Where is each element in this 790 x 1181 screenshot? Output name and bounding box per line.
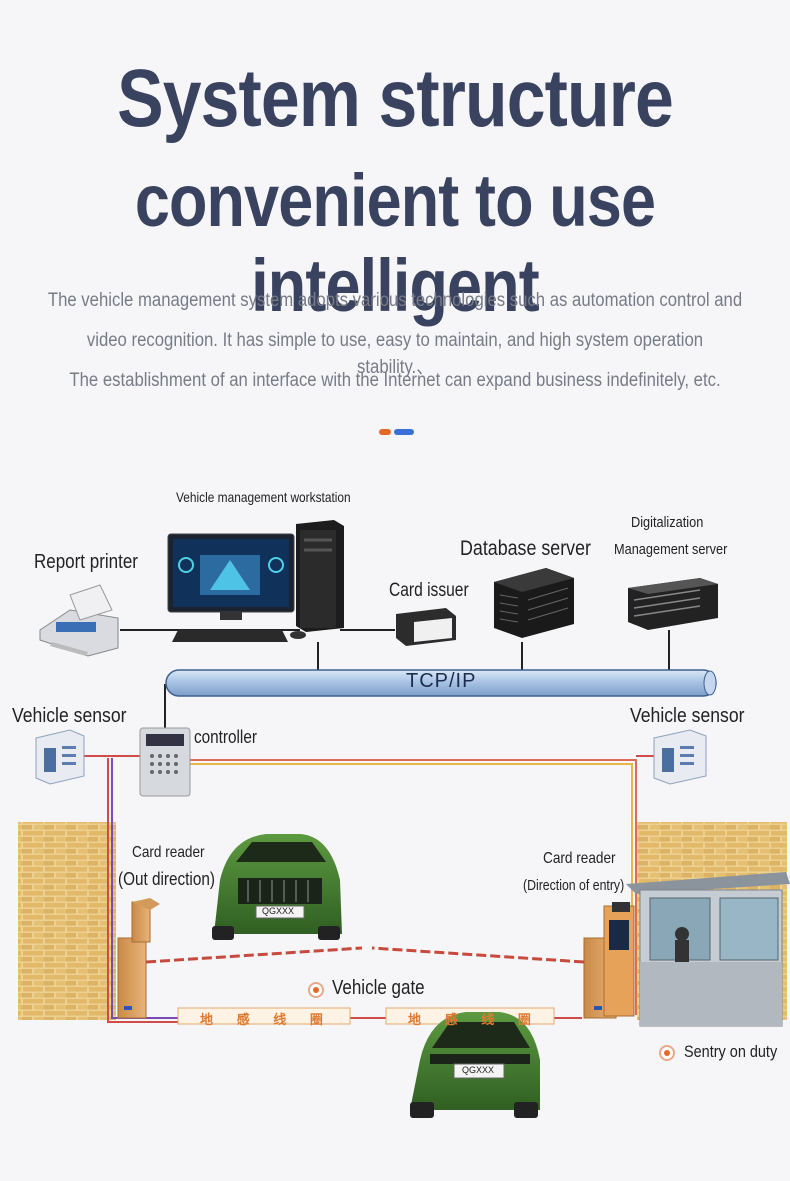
vehicle-gate-marker-icon bbox=[308, 982, 324, 998]
car-top-icon bbox=[212, 834, 342, 940]
printer-icon bbox=[39, 584, 119, 657]
report-printer-label: Report printer bbox=[34, 551, 138, 573]
card-reader-out-label-1: Card reader bbox=[132, 844, 205, 861]
barrier-gate-right bbox=[371, 902, 635, 1019]
description-line-2: video recognition. It has simple to use,… bbox=[86, 330, 704, 378]
controller-icon bbox=[139, 727, 191, 797]
vehicle-sensor-left-label: Vehicle sensor bbox=[12, 705, 127, 727]
vehicle-gate-label: Vehicle gate bbox=[332, 977, 425, 999]
blue-dash-decoration bbox=[394, 429, 414, 435]
vehicle-sensor-right-label: Vehicle sensor bbox=[630, 705, 745, 727]
ground-loop-left bbox=[177, 1007, 351, 1025]
description-line-1: The vehicle management system adopts var… bbox=[47, 290, 743, 311]
vehicle-sensor-left-icon bbox=[35, 729, 85, 785]
sentry-booth-icon bbox=[626, 872, 790, 1027]
computer-tower-icon bbox=[290, 520, 344, 639]
controller-label: controller bbox=[194, 727, 257, 747]
card-issuer-icon bbox=[396, 608, 456, 646]
tcp-ip-label: TCP/IP bbox=[406, 670, 477, 692]
workstation-label: Vehicle management workstation bbox=[176, 489, 351, 505]
ground-loop-left-label: 地 感 线 圈 bbox=[200, 1012, 333, 1027]
system-structure-diagram bbox=[18, 520, 790, 1118]
vehicle-sensor-right-icon bbox=[653, 729, 707, 785]
digitalization-label-1: Digitalization bbox=[631, 514, 704, 531]
page-title-line-1: System structure bbox=[117, 53, 674, 144]
management-server-icon bbox=[628, 578, 718, 630]
card-reader-entry-label-2: (Direction of entry) bbox=[523, 877, 625, 894]
barrier-gate-left bbox=[117, 898, 363, 1019]
orange-dash-decoration bbox=[379, 429, 391, 435]
left-brick-wall bbox=[18, 822, 116, 1020]
card-reader-entry-label-1: Card reader bbox=[543, 850, 616, 867]
workstation-monitor-icon bbox=[167, 533, 295, 642]
description-line-3: The establishment of an interface with t… bbox=[69, 370, 721, 391]
database-server-icon bbox=[494, 568, 574, 638]
ground-loop-right-label: 地 感 线 圈 bbox=[408, 1012, 541, 1027]
car-bottom-icon bbox=[410, 1012, 540, 1118]
tcp-ip-backbone bbox=[165, 669, 717, 697]
sentry-label: Sentry on duty bbox=[684, 1042, 778, 1061]
sentry-marker-icon bbox=[659, 1045, 675, 1061]
license-plate-top: QGXXX bbox=[262, 906, 295, 916]
card-reader-out-label-2: (Out direction) bbox=[118, 869, 215, 889]
license-plate-bottom: QGXXX bbox=[462, 1065, 495, 1075]
database-server-label: Database server bbox=[460, 537, 591, 560]
card-issuer-label: Card issuer bbox=[389, 580, 469, 601]
digitalization-label-2: Management server bbox=[614, 541, 728, 558]
page-title-line-2: convenient to use intelligent bbox=[134, 159, 656, 327]
